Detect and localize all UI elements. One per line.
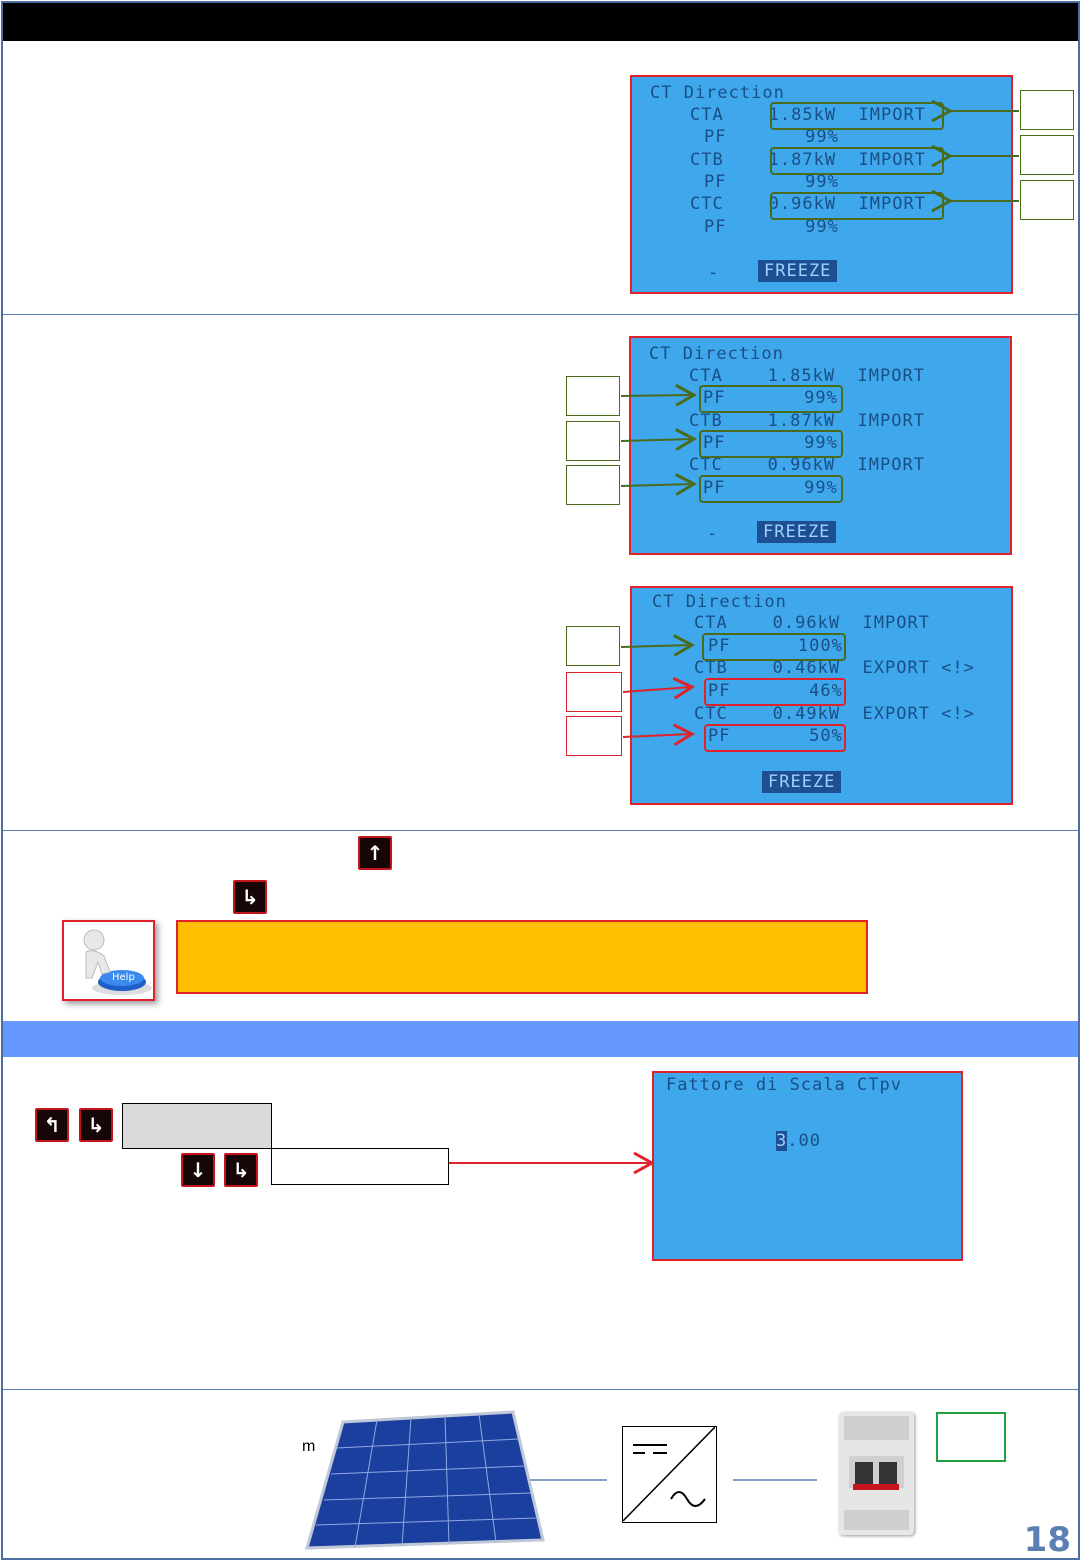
lcd-row: CTC 0.96kW IMPORT [690, 194, 926, 214]
up-left-key-icon: ↰ [35, 1108, 69, 1142]
lcd-row: CTB 1.87kW IMPORT [690, 150, 926, 170]
lcd-row: PF 99% [703, 478, 838, 498]
submenu-item-box [271, 1148, 449, 1185]
lcd-row: PF 99% [703, 433, 838, 453]
lcd-row: CTB 1.87kW IMPORT [689, 411, 925, 431]
lcd-title: CT Direction [649, 344, 784, 364]
lcd-row: PF 99% [703, 388, 838, 408]
lcd-title: CT Direction [652, 592, 787, 612]
lcd-row: PF 99% [704, 217, 839, 237]
lcd-fattore-di-scala: Fattore di Scala CTpv 3.00 [652, 1071, 963, 1261]
help-label: Help [112, 972, 135, 983]
callout-box [1020, 180, 1074, 220]
lcd-row: CTC 0.96kW IMPORT [689, 455, 925, 475]
lcd-dash: - [708, 263, 720, 283]
section-band [3, 1021, 1078, 1057]
lcd-row: CTC 0.49kW EXPORT <!> [694, 704, 975, 724]
solar-panel-icon [304, 1410, 545, 1550]
callout-box [1020, 135, 1074, 175]
lcd-row: CTA 0.96kW IMPORT [694, 613, 930, 633]
enter-key-icon: ↳ [79, 1108, 113, 1142]
highlight-pf-warning [704, 678, 846, 706]
callout-box [566, 626, 620, 666]
lcd-row: PF 50% [708, 726, 843, 746]
enter-key-icon: ↳ [224, 1153, 258, 1187]
callout-box [1020, 90, 1074, 130]
highlight-pf [699, 430, 843, 458]
lcd-row: CTB 0.46kW EXPORT <!> [694, 658, 975, 678]
callout-box-warning [566, 672, 622, 712]
lcd-ct-direction-1: CT Direction CTA 1.85kW IMPORT PF 99% CT… [630, 75, 1013, 294]
callout-box [566, 465, 620, 505]
lcd-row: PF 100% [708, 636, 843, 656]
callout-box [566, 376, 620, 416]
callout-box [566, 421, 620, 461]
highlight-pf [699, 385, 843, 413]
lcd-row: PF 99% [704, 172, 839, 192]
page-number: 18 [1023, 1520, 1071, 1560]
circuit-breaker-icon [839, 1412, 914, 1535]
lcd-value-rest: .00 [787, 1131, 821, 1151]
divider [3, 1389, 1078, 1390]
lcd-cursor: 3 [776, 1131, 788, 1151]
freeze-button: FREEZE [758, 260, 838, 282]
up-key-icon: ↑ [358, 836, 392, 870]
freeze-button: FREEZE [762, 771, 842, 793]
lcd-row: CTA 1.85kW IMPORT [689, 366, 925, 386]
help-icon: Help [83, 929, 152, 995]
note-box [176, 920, 868, 994]
down-key-icon: ↓ [181, 1153, 215, 1187]
highlight-pf-warning [704, 724, 846, 752]
menu-item-box [122, 1103, 272, 1149]
divider [3, 830, 1078, 831]
lcd-dash: - [707, 524, 719, 544]
lcd-row: PF 99% [704, 127, 839, 147]
divider [3, 314, 1078, 315]
lcd-title: Fattore di Scala CTpv [666, 1075, 902, 1095]
enter-key-icon: ↳ [233, 880, 267, 914]
small-label: m [302, 1438, 316, 1455]
lcd-value: 3.00 [776, 1131, 821, 1151]
lcd-row: CTA 1.85kW IMPORT [690, 105, 926, 125]
header-bar [3, 3, 1078, 41]
highlight-pf [702, 633, 846, 661]
freeze-button: FREEZE [757, 521, 837, 543]
help-illustration: Help [62, 920, 155, 1001]
inverter-icon [622, 1426, 717, 1523]
highlight-pf [699, 475, 843, 503]
lcd-title: CT Direction [650, 83, 785, 103]
callout-box [936, 1412, 1006, 1462]
callout-box-warning [566, 716, 622, 756]
lcd-row: PF 46% [708, 681, 843, 701]
